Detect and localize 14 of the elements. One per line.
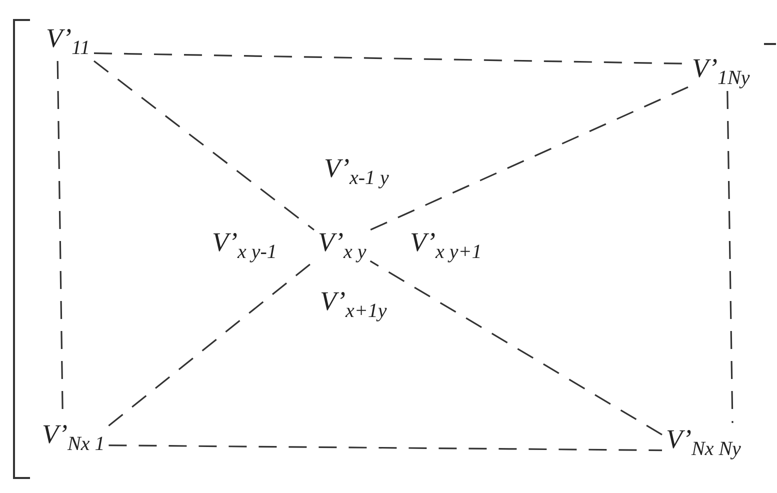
matrix-element: V’$_{11}$ <box>42 22 94 61</box>
matrix-element: V’$_{x y}$ <box>314 226 370 265</box>
matrix-element: V’$_{Nx Ny}$ <box>662 423 745 462</box>
matrix-element-label: V’$_{x+1y}$ <box>319 285 388 324</box>
matrix-element: V’$_{Nx 1}$ <box>38 418 109 457</box>
dashed-line <box>370 260 662 436</box>
dashed-line <box>370 86 688 231</box>
matrix-element-label: V’$_{x y-1}$ <box>211 226 278 265</box>
matrix-element-label: V’$_{x y+1}$ <box>409 226 483 265</box>
dashed-line <box>94 60 314 231</box>
matrix-element: V’$_{1Ny}$ <box>688 52 754 91</box>
dashed-line <box>726 90 734 424</box>
dashed-line <box>108 444 662 452</box>
matrix-element-label: V’$_{x-1 y}$ <box>323 152 390 191</box>
